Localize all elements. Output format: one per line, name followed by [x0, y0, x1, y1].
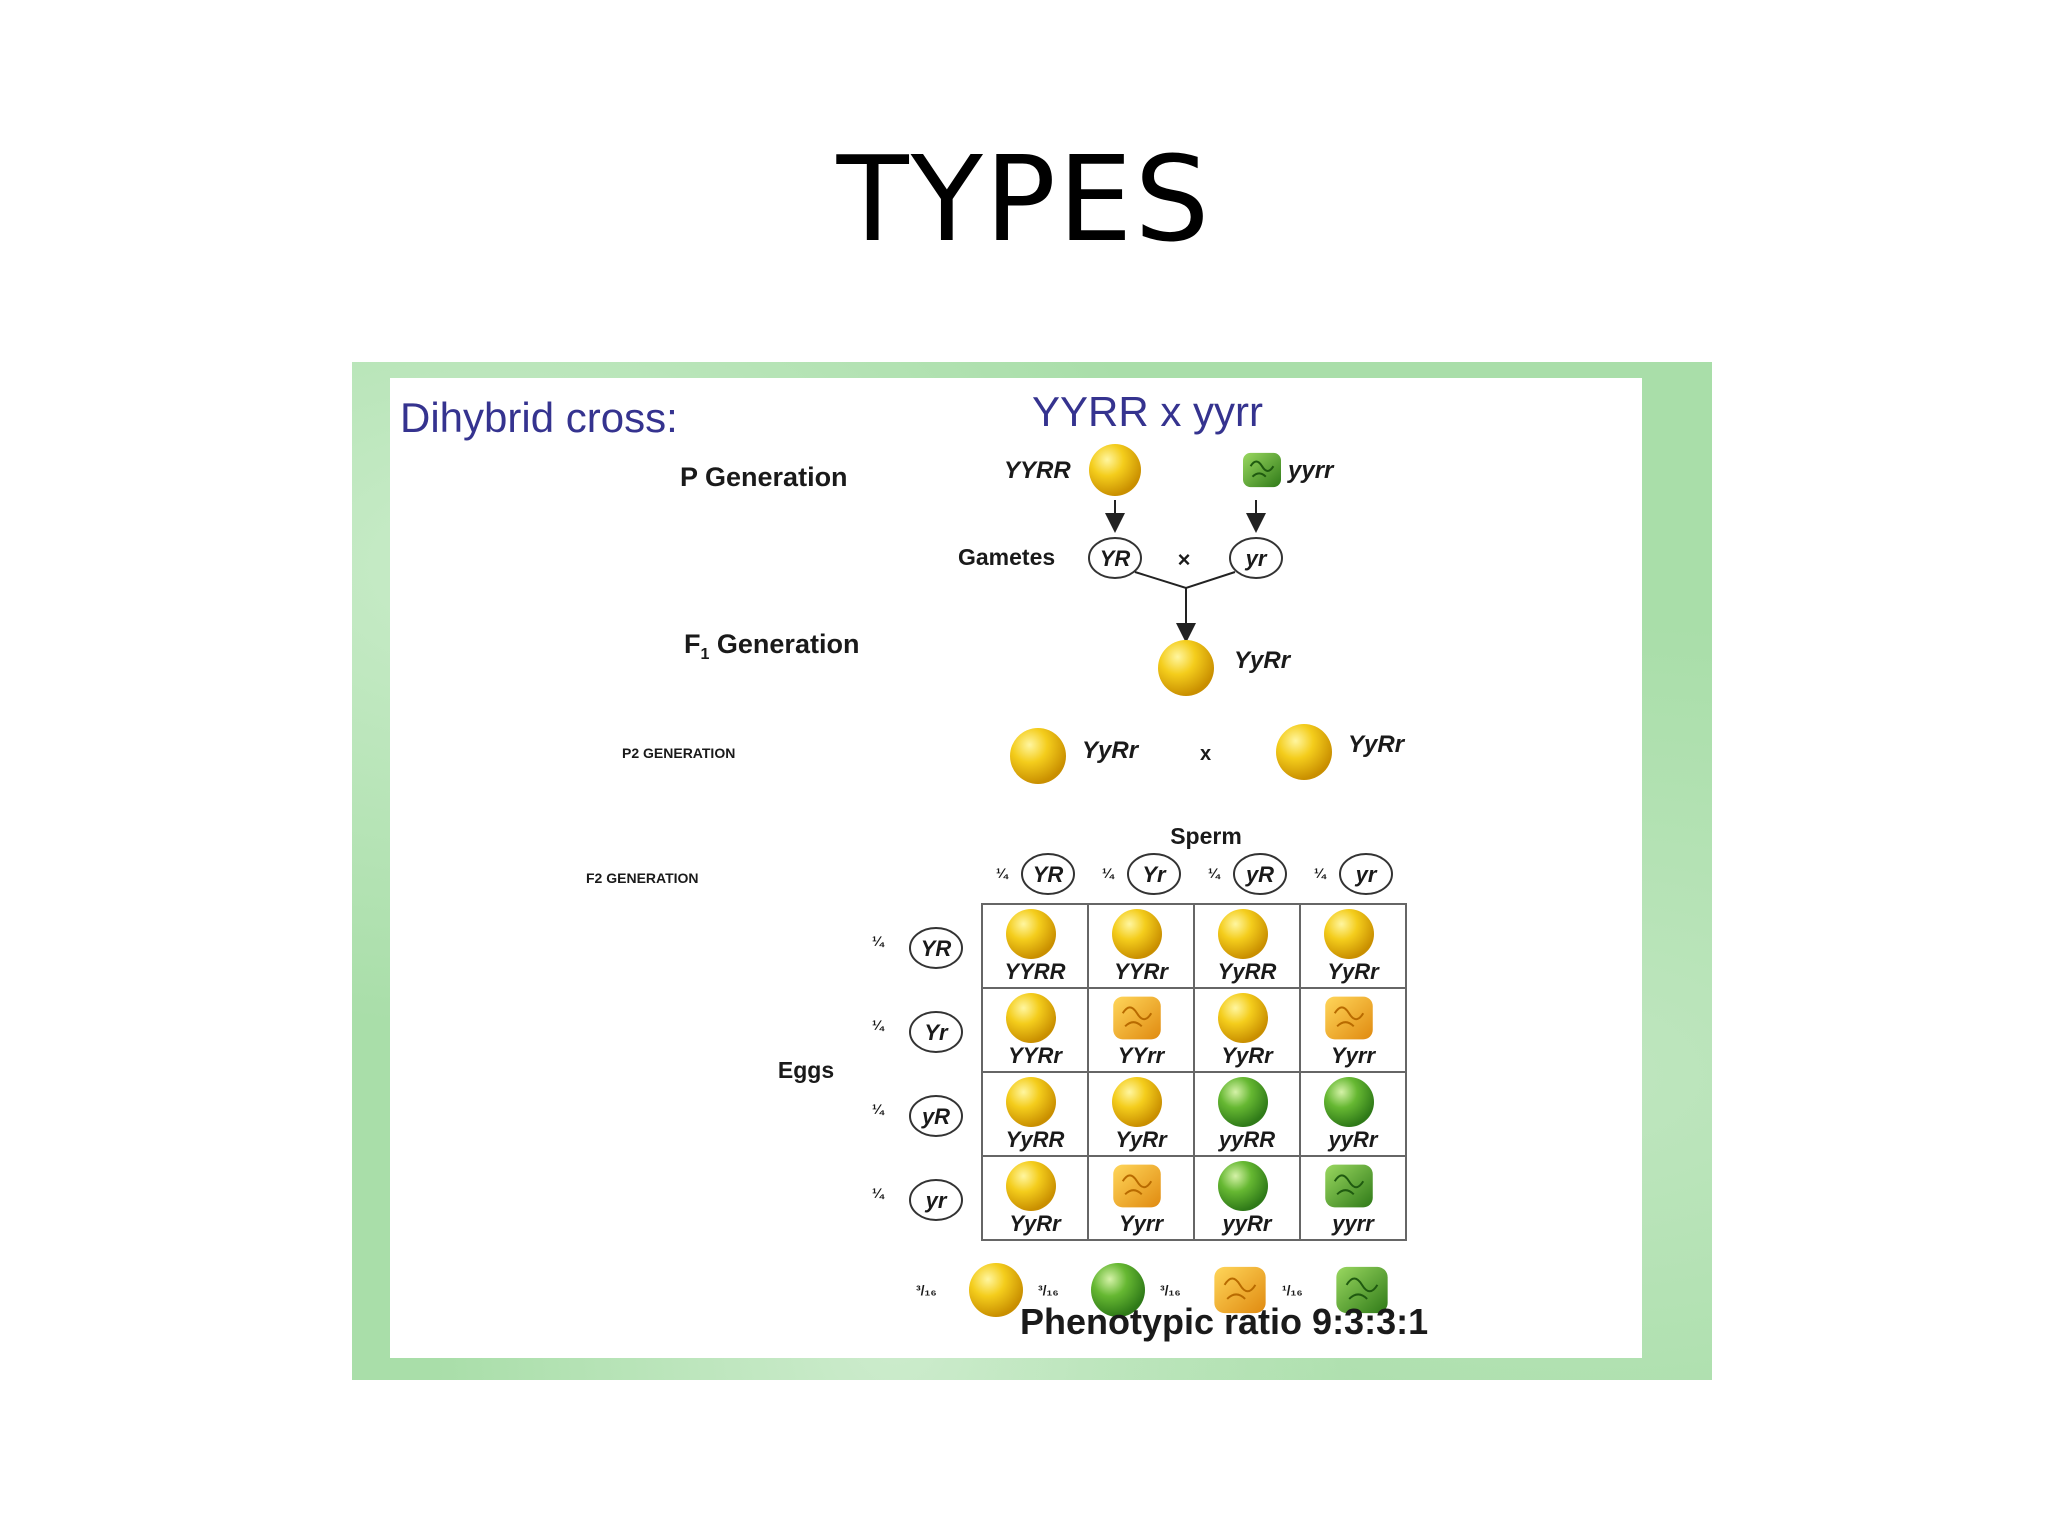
- punnett-genotype: YYrr: [1118, 1043, 1166, 1068]
- sperm-fraction: ¼: [1314, 865, 1327, 881]
- egg-gamete-label: yr: [925, 1188, 948, 1213]
- sperm-fraction: ¼: [996, 865, 1009, 881]
- pea-yellow-round: [1276, 724, 1332, 780]
- pea-green-wrinkled: [1243, 452, 1281, 488]
- phenotype-pea: [1214, 1266, 1266, 1314]
- punnett-cell: YYRr: [981, 987, 1089, 1073]
- sperm-fraction: ¼: [1208, 865, 1221, 881]
- egg-gamete-circle: [909, 927, 963, 969]
- punnett-genotype: yyRR: [1218, 1127, 1275, 1152]
- sperm-gamete-circle: [1127, 853, 1181, 895]
- sperm-gamete-circle: [1233, 853, 1287, 895]
- diagram-heading: Dihybrid cross:: [400, 394, 678, 441]
- punnett-cell: YYRR: [981, 903, 1089, 989]
- dihybrid-cross-diagram: Dihybrid cross: YYRR x yyrr P Generation…: [400, 388, 1428, 1342]
- punnett-cell: YyRR: [1193, 903, 1301, 989]
- egg-gamete-circle: [909, 1095, 963, 1137]
- p-generation-label: P Generation: [680, 462, 848, 492]
- pea-yellow-round: [1158, 640, 1214, 696]
- egg-gamete-circle: [909, 1179, 963, 1221]
- p2-times: x: [1200, 743, 1211, 765]
- pea-yellow-round: [1089, 444, 1141, 496]
- pea-yellow-round: [1010, 728, 1066, 784]
- punnett-genotype: Yyrr: [1331, 1043, 1376, 1068]
- sperm-gamete-label: YR: [1033, 862, 1064, 887]
- f1-generation-label: F1 Generation: [684, 629, 859, 663]
- slide-title: TYPES: [836, 130, 1212, 268]
- eggs-label: Eggs: [778, 1057, 834, 1083]
- punnett-genotype: YYRR: [1004, 959, 1065, 984]
- punnett-cell: YyRr: [1193, 987, 1301, 1073]
- punnett-cell: YyRr: [1299, 903, 1407, 989]
- diagram-frame: Dihybrid cross: YYRR x yyrr P Generation…: [352, 362, 1712, 1380]
- punnett-genotype: YYRr: [1114, 959, 1169, 984]
- f1-genotype: YyRr: [1234, 647, 1292, 674]
- sperm-gamete-circle: [1339, 853, 1393, 895]
- punnett-genotype: YYRr: [1008, 1043, 1063, 1068]
- f2-generation-label: F2 GENERATION: [586, 870, 699, 886]
- egg-fraction: ¼: [872, 1017, 885, 1033]
- p2-parent1-genotype: YyRr: [1082, 737, 1140, 764]
- phenotype-pea: [1336, 1266, 1388, 1314]
- egg-fraction: ¼: [872, 1101, 885, 1117]
- p2-generation-label: P2 GENERATION: [622, 745, 735, 761]
- p-parent1-genotype: YYRR: [1004, 457, 1071, 484]
- punnett-genotype: YyRr: [1115, 1127, 1168, 1152]
- punnett-cell: YyRR: [981, 1071, 1089, 1157]
- gamete-circle: [1088, 537, 1142, 579]
- egg-gamete-label: YR: [921, 936, 952, 961]
- gametes-times: ×: [1178, 547, 1191, 572]
- egg-gamete-label: Yr: [924, 1020, 949, 1045]
- phenotype-fraction: ¹/₁₆: [1282, 1282, 1303, 1298]
- sperm-gamete-label: yR: [1245, 862, 1274, 887]
- diagram-panel: Dihybrid cross: YYRR x yyrr P Generation…: [390, 378, 1642, 1358]
- gametes-label: Gametes: [958, 544, 1055, 570]
- gamete1-label: YR: [1100, 546, 1131, 571]
- sperm-fraction: ¼: [1102, 865, 1115, 881]
- punnett-genotype: YyRr: [1009, 1211, 1062, 1236]
- p2-parent2-genotype: YyRr: [1348, 731, 1406, 758]
- egg-fraction: ¼: [872, 1185, 885, 1201]
- punnett-genotype: YyRR: [1006, 1127, 1065, 1152]
- egg-fraction: ¼: [872, 933, 885, 949]
- punnett-genotype: YyRR: [1218, 959, 1277, 984]
- punnett-genotype: YyRr: [1221, 1043, 1274, 1068]
- punnett-cell: Yyrr: [1087, 1155, 1195, 1241]
- cross-formula: YYRR x yyrr: [1032, 388, 1263, 435]
- phenotype-pea: [969, 1263, 1023, 1317]
- sperm-gamete-label: yr: [1355, 862, 1378, 887]
- phenotype-fraction: ³/₁₆: [1160, 1282, 1181, 1298]
- phenotype-pea: [1091, 1263, 1145, 1317]
- punnett-genotype: yyRr: [1222, 1211, 1273, 1236]
- punnett-genotype: yyrr: [1331, 1211, 1375, 1236]
- punnett-cell: Yyrr: [1299, 987, 1407, 1073]
- punnett-cell: yyRr: [1193, 1155, 1301, 1241]
- punnett-genotype: YyRr: [1327, 959, 1380, 984]
- phenotypic-ratio: Phenotypic ratio 9:3:3:1: [1020, 1301, 1428, 1342]
- sperm-gamete-circle: [1021, 853, 1075, 895]
- punnett-cell: YyRr: [981, 1155, 1089, 1241]
- egg-gamete-label: yR: [921, 1104, 950, 1129]
- phenotype-fraction: ³/₁₆: [916, 1282, 937, 1298]
- gamete-circle: [1229, 537, 1283, 579]
- punnett-cell: yyrr: [1299, 1155, 1407, 1241]
- punnett-cell: yyRr: [1299, 1071, 1407, 1157]
- egg-gamete-circle: [909, 1011, 963, 1053]
- punnett-genotype: Yyrr: [1119, 1211, 1164, 1236]
- punnett-genotype: yyRr: [1328, 1127, 1379, 1152]
- p-parent2-genotype: yyrr: [1287, 457, 1335, 484]
- punnett-cell: YyRr: [1087, 1071, 1195, 1157]
- punnett-cell: yyRR: [1193, 1071, 1301, 1157]
- punnett-cell: YYrr: [1087, 987, 1195, 1073]
- sperm-label: Sperm: [1170, 823, 1242, 849]
- phenotype-fraction: ³/₁₆: [1038, 1282, 1059, 1298]
- sperm-gamete-label: Yr: [1142, 862, 1167, 887]
- punnett-cell: YYRr: [1087, 903, 1195, 989]
- gamete2-label: yr: [1245, 546, 1268, 571]
